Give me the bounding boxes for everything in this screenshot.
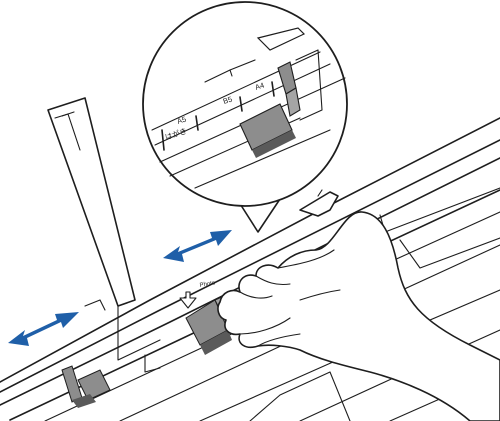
zoom-callout bbox=[143, 2, 347, 232]
rear-latch bbox=[300, 190, 338, 216]
paper-guide-left bbox=[62, 366, 110, 408]
paper-support-flap bbox=[48, 98, 135, 306]
photo-label: Photo bbox=[199, 280, 216, 289]
down-arrow-icon bbox=[180, 292, 196, 308]
hand-illustration bbox=[218, 212, 500, 421]
double-arrow-icon bbox=[163, 230, 232, 262]
double-arrow-icon bbox=[8, 312, 79, 346]
